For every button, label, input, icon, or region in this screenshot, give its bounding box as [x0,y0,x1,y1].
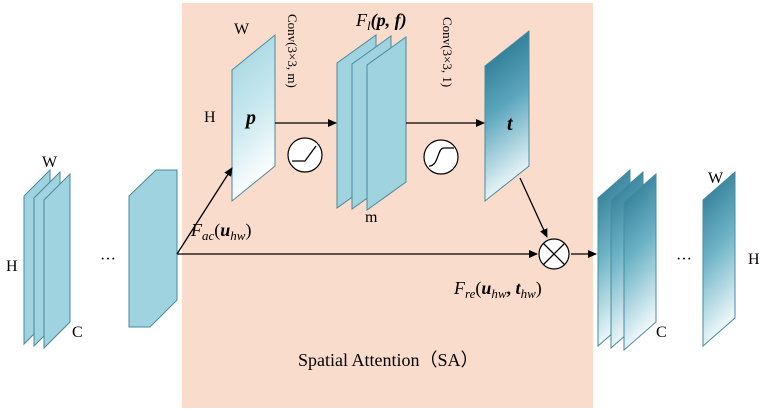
multiply-operator-icon [538,238,570,270]
output-label-w: W [708,170,724,187]
input-feature-stack [23,168,71,350]
output-ellipsis: ··· [676,251,692,268]
feature-fl-stack [336,34,407,211]
attention-arrow [519,177,548,238]
feature-fl-label-m: m [365,209,378,226]
feature-fl-label: Fl(p, f) [355,10,407,33]
map-t [484,29,530,203]
output-label-c: C [656,324,667,341]
output-feature-stack [597,168,657,352]
map-p-symbol: p [244,107,256,129]
fac-arrow [176,167,233,255]
input-single-map [128,169,178,328]
input-label-h: H [6,258,18,275]
panel-caption: Spatial Attention（SA） [298,350,479,370]
relu-activation-icon [287,137,323,173]
fac-label: Fac(uhw) [190,220,251,243]
output-single-map [702,170,736,348]
input-label-c: C [72,324,83,341]
fre-label: Fre(uhw, thw) [453,278,542,301]
map-t-symbol: t [507,113,514,135]
conv2-label: Conv(3×3, 1) [440,17,455,87]
input-ellipsis: ··· [100,251,116,268]
sigmoid-activation-icon [423,139,459,175]
conv1-label: Conv(3×3, m) [285,14,300,88]
input-label-w: W [42,154,58,171]
output-label-h: H [748,251,760,268]
map-p-label-h: H [204,109,216,126]
map-p [231,33,276,203]
map-p-label-w: W [234,21,250,38]
